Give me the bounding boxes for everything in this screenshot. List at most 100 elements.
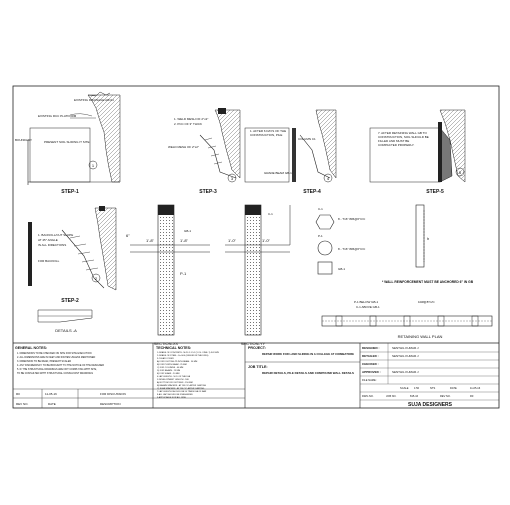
general-notes: GENERAL NOTES: 1. DIMENSIONS TO BE CHECK… (15, 346, 104, 375)
revision-table: R0 11-05-16 FOR DISCUSSION REV NO. DATE … (16, 392, 126, 406)
plan-p1-label: P-1 BELOW GB-1 (354, 300, 379, 304)
designed-value: SENTHIL KUMAR.J (392, 346, 419, 350)
bar-spec-1: 8 - T16" 8#6@6"C/C (338, 217, 366, 221)
file-name-label: FILE NAME: (362, 378, 377, 382)
general-note-4: 4. ANY DISCREPANCY TO BE BROUGHT TO THE … (17, 364, 104, 367)
step-5-sketch: 7. AFTER RETAINING WALL GB TO CONSTRUCTI… (369, 109, 466, 195)
step-2-note-d: FOR BACKFILL (38, 259, 60, 263)
step-2-title: STEP-2 (61, 298, 79, 304)
section-xx-p1-label: P-1 (180, 271, 187, 276)
rev-no-value: R0 (470, 394, 474, 398)
plan-spec-label: 10Ø@8"C/C (418, 300, 435, 304)
approved-value: SENTHIL KUMAR.J (392, 370, 419, 374)
rev-no-label: REV NO. (440, 394, 451, 398)
step-5-note-c: FILLED AND MUST BE (378, 139, 409, 143)
tech-note-6: C) FOR COLUMNS : 40 MM (157, 367, 183, 369)
title-block: DESIGNED : SENTHIL KUMAR.J DETAILED : SE… (362, 346, 481, 408)
step-4-title: STEP-4 (303, 189, 321, 195)
revision-col-desc: DESCRIPTION (100, 402, 121, 406)
detail-c1-label: C-1 (318, 207, 323, 211)
revision-col-date: DATE (48, 402, 56, 406)
step-3-title: STEP-3 (199, 189, 217, 195)
project-block: PROJECT: REPAIR WORK FOR LAND SLIDING IN… (248, 346, 354, 375)
job-no-value: 815-16 (410, 394, 419, 398)
step-1-title: STEP-1 (61, 189, 79, 195)
project-label: PROJECT: (248, 346, 266, 350)
section-xx-dim-6: 6" (126, 233, 130, 238)
section-xx-dim-a: 1'-8" (146, 238, 155, 243)
scale-label: SCALE (400, 386, 409, 390)
tech-note-14: 7.LAP LENGTH SHOULD BE 50 TIMES DIA OF B… (157, 390, 207, 393)
section-yy-dim-b: 1'-0" (262, 238, 271, 243)
step-1-sketch: 1 EXISTING DRAINAGE ARCH EXISTING RCC PL… (15, 91, 121, 195)
revision-row-rev: R0 (16, 392, 20, 396)
wall-reinforcement-note: * WALL REINFORCEMENT MUST BE ANCHORED 6"… (382, 280, 474, 284)
section-xx: 6" 1'-8" 1'-8" GB-1 P-1 SECTION-XX (126, 204, 210, 346)
technical-notes-title: TECHNICAL NOTES: (156, 346, 191, 350)
plan-title: RETAINING WALL PLAN (398, 334, 443, 339)
step-2-note-c: IN ALL DIRECTIONS (38, 243, 66, 247)
tech-note-8: E) FOR SLABS : 20 MM (157, 372, 180, 375)
details-a: DETAILS -A (37, 309, 93, 333)
details-a-title: DETAILS -A (55, 328, 77, 333)
step-4-sketch: 1. AFTER 6 DAYS OF THE CONSTRUCTION, PIL… (244, 109, 337, 195)
step-3-note-b: 2. PCC OF 3" THICK (174, 122, 202, 126)
step-2-note-b: AT 45° ANGLE (38, 238, 58, 242)
tech-note-3: 3.CLEAR COVER (157, 357, 174, 360)
revision-row-date: 11-05-16 (45, 392, 57, 396)
detail-gb1-label: GB-1 (338, 267, 345, 271)
present-soil-label: PRESENT SOIL SLIDING IT SITE (44, 140, 89, 144)
plan-c1-label: C-1 ABOVE GB-1 (356, 305, 380, 309)
detailed-label: DETAILED : (362, 354, 379, 358)
step-4-note-a: 1. AFTER 6 DAYS OF THE (250, 129, 286, 133)
tech-note-1: 1.GRADE OF CONCRETE : M-20 1:1.5:3 (1 Cf… (157, 351, 220, 354)
designed-label: DESIGNED : (362, 346, 380, 350)
dwg-no-label: DWG NO. (362, 394, 374, 398)
nts-label: NTS (430, 386, 435, 390)
general-note-2: 2. ALL DIMENSIONS ARE IN FEET AND INCHES… (17, 356, 96, 359)
circle-5-label: 5 (459, 170, 462, 175)
company-name: SUJA DESIGNERS (408, 402, 453, 408)
tech-note-10: 5.DEVELOPMENT LENGTH : 50D (157, 379, 189, 381)
retaining-wall-plan: P-1 BELOW GB-1 C-1 ABOVE GB-1 10Ø@8"C/C … (321, 300, 493, 339)
revision-col-rev: REV NO. (16, 402, 29, 406)
scale-value: 1:50 (414, 386, 420, 390)
job-title-label: JOB TITLE: (248, 365, 268, 369)
tech-note-12: B) BEAMS SPACERS : AT 1M C/C AFTER CASTI… (157, 384, 206, 387)
general-note-1: 1. DIMENSIONS TO BE CHECKED ON SITE FOR … (17, 352, 92, 355)
step-5-title: STEP-5 (426, 189, 444, 195)
project-title: REPAIR WORK FOR LAND SLIDING IN A COLLEG… (262, 352, 354, 356)
section-yy: C-1 1'-0" 1'-0" SECTION-YY (225, 204, 290, 346)
sheet-border (12, 85, 500, 409)
date-value: 11-05-16 (470, 386, 481, 390)
section-yy-dim-a: 1'-0" (228, 238, 237, 243)
section-yy-title: SECTION-YY (241, 341, 266, 346)
job-no-label: JOB NO. (386, 394, 397, 398)
general-note-6: TO BE CONSULTED WITH STRUCTURAL CONSULTA… (17, 372, 93, 375)
tech-note-7: D) FOR BEAMS : 25 MM (157, 369, 180, 372)
tech-note-4: A) FOR FOOTING /PLINTH BEAM : 50 MM (157, 360, 197, 363)
step-4-note-b: CONSTRUCTION, PILE (250, 133, 282, 137)
step-5-note-d: COMPACTED PROPERLY. (378, 143, 415, 147)
wall-elevation: h (415, 204, 429, 268)
tech-note-2: 2.GRADE OF STEEL : Fe-500 (UNLESS IN THE… (157, 354, 209, 357)
step-2-note-a: 1. BACKFILL/CUT SLOPE (38, 233, 73, 237)
checked-label: CHECKED : (362, 362, 379, 366)
bar-spec-2: 8 - T16" 8#6@6"C/C (338, 247, 366, 251)
step-4-grade-beam: GRADE BEAM GB-1 (264, 171, 292, 175)
tech-note-11: A) BOTTOM OF FOOTINGS : 150 MM (157, 381, 193, 384)
tech-note-16: 9.APPLICABLE FOR ALL SIDE (157, 396, 187, 399)
section-yy-c1: C-1 (268, 212, 273, 216)
step-5-note-b: CONSTRUCTION, SOIL SHOULD BE (378, 135, 429, 139)
general-notes-title: GENERAL NOTES: (15, 346, 47, 350)
technical-notes: TECHNICAL NOTES: 1.GRADE OF CONCRETE : M… (156, 346, 220, 399)
job-title: REPAIR DETAILS, PILE DETAILS AND COMPOUN… (262, 371, 354, 375)
circle-2-label: 2 (95, 276, 98, 281)
step-3-sketch: 1. WELD MESH OF 2"x2" 2. PCC OF 3" THICK… (168, 108, 241, 195)
section-xx-dim-b: 1'-8" (180, 238, 189, 243)
section-xx-title: SECTION-XX (154, 341, 179, 346)
step-2-sketch: 1. BACKFILL/CUT SLOPE AT 45° ANGLE IN AL… (28, 206, 117, 304)
approved-label: APPROVED : (362, 370, 381, 374)
